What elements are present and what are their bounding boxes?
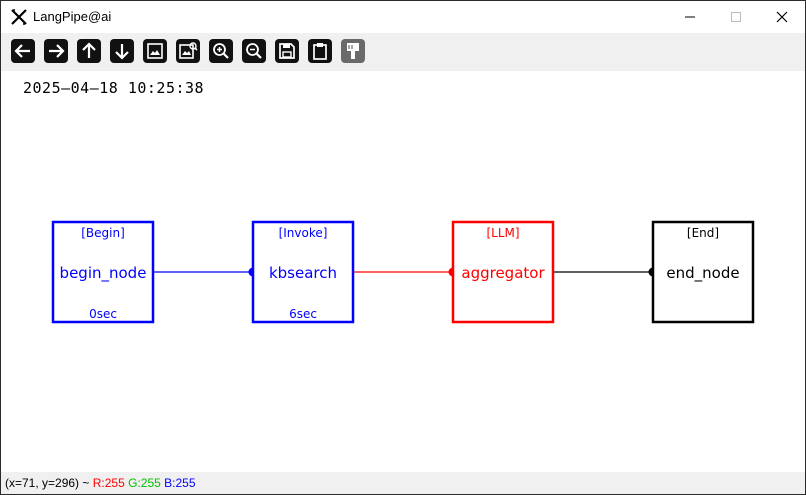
maximize-button[interactable] [713,1,759,33]
save-icon [279,43,295,59]
node-type-label: [End] [687,226,719,240]
node-name-label: begin_node [60,264,147,283]
node-name-label: end_node [666,264,739,283]
cursor-coordinates: (x=71, y=296) ~ [5,476,93,490]
window-title: LangPipe@ai [33,9,112,24]
node-type-label: [Invoke] [279,226,328,240]
node-type-label: [LLM] [486,226,519,240]
title-bar[interactable]: LangPipe@ai [1,1,805,33]
node-name-label: kbsearch [269,264,337,282]
node-type-label: [Begin] [81,226,125,240]
image-button[interactable] [143,39,167,63]
node-llm[interactable]: [LLM] aggregator [451,220,555,324]
arrow-left-button[interactable] [11,39,35,63]
node-end[interactable]: [End] end_node [651,220,755,324]
image-search-button[interactable] [176,39,200,63]
maximize-icon [731,12,741,22]
minimize-icon [685,16,695,18]
node-begin[interactable]: [Begin] begin_node 0sec [51,220,155,324]
arrow-left-icon [14,44,30,58]
arrow-down-button[interactable] [110,39,134,63]
pixel-red-value: R:255 [92,476,125,490]
pixel-blue-value: B:255 [164,476,196,490]
close-icon [776,11,788,23]
clipboard-button[interactable] [308,39,332,63]
clipboard-icon [313,43,327,60]
arrow-right-button[interactable] [44,39,68,63]
zoom-out-button[interactable] [242,39,266,63]
arrow-up-button[interactable] [77,39,101,63]
arrow-up-icon [82,42,96,58]
save-button[interactable] [275,39,299,63]
toolbar [1,33,805,71]
status-bar: (x=71, y=296) ~ R:255 G:255 B:255 [1,472,805,494]
arrow-right-icon [49,44,65,58]
paint-brush-button[interactable] [341,39,365,63]
graph-canvas[interactable]: 2025–04–18 10:25:38 [Begin] begin_node 0… [1,71,805,471]
node-duration-label: 0sec [89,307,117,321]
zoom-out-icon [246,43,262,59]
pixel-green-value: G:255 [128,476,161,490]
app-logo-icon [11,9,27,25]
close-button[interactable] [759,1,805,33]
image-search-icon [179,42,198,59]
node-invoke[interactable]: [Invoke] kbsearch 6sec [251,220,355,324]
zoom-in-icon [213,43,229,59]
timestamp: 2025–04–18 10:25:38 [23,79,205,97]
paint-brush-icon [347,43,359,59]
zoom-in-button[interactable] [209,39,233,63]
pipeline-graph: [Begin] begin_node 0sec [Invoke] kbsearc… [51,220,755,324]
node-name-label: aggregator [461,264,545,282]
minimize-button[interactable] [667,1,713,33]
image-icon [147,43,163,59]
arrow-down-icon [115,44,129,60]
node-duration-label: 6sec [289,307,317,321]
